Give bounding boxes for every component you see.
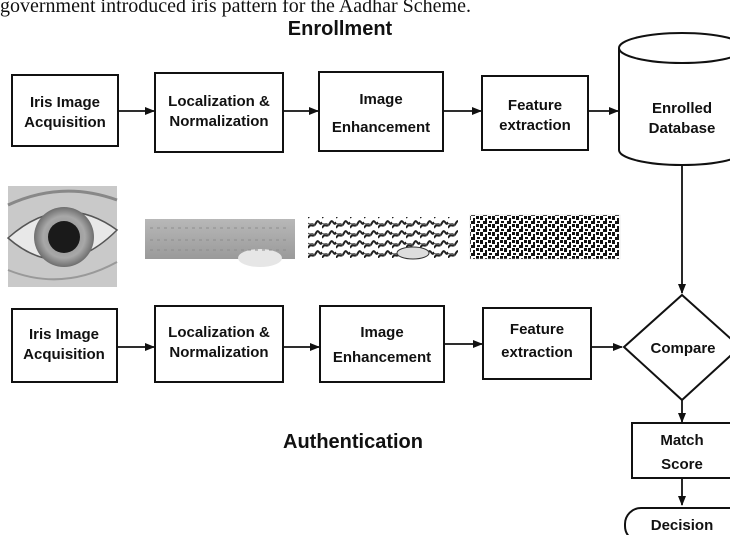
enrollment-step-localization-line2: Normalization: [169, 113, 268, 130]
auth-step-enhancement: Image Enhancement: [319, 305, 445, 383]
auth-step-feature-line1: Feature: [510, 321, 564, 338]
enrolled-database: Enrolled Database: [618, 32, 730, 166]
decision-terminal: Decision: [624, 507, 730, 535]
iris-code-strip: [469, 214, 621, 260]
enrollment-step-enhancement-line1: Image: [359, 91, 402, 108]
enrollment-step-feature: Feature extraction: [481, 75, 589, 151]
auth-step-localization: Localization & Normalization: [154, 305, 284, 383]
enhanced-iris-strip: [308, 217, 458, 260]
compare-label: Compare: [650, 340, 715, 357]
match-score-box: Match Score: [631, 422, 730, 479]
enrolled-database-line2: Database: [649, 120, 716, 137]
enrollment-step-enhancement-line2: Enhancement: [332, 119, 430, 136]
enrolled-database-line1: Enrolled: [652, 100, 712, 117]
enrollment-step-acquisition-line2: Acquisition: [24, 114, 106, 131]
auth-step-acquisition: Iris Image Acquisition: [11, 308, 118, 383]
top-cut-text: government introduced iris pattern for t…: [0, 0, 471, 17]
compare-diamond: Compare: [622, 293, 730, 402]
enrollment-step-localization-line1: Localization &: [168, 93, 270, 110]
authentication-title: Authentication: [283, 431, 423, 453]
decision-label: Decision: [651, 517, 714, 534]
enrollment-step-acquisition: Iris Image Acquisition: [11, 74, 119, 147]
enrollment-title: Enrollment: [288, 18, 393, 40]
enrollment-step-feature-line2: extraction: [499, 117, 571, 134]
auth-step-localization-line2: Normalization: [169, 344, 268, 361]
match-score-line2: Score: [661, 456, 703, 473]
enrollment-step-localization: Localization & Normalization: [154, 72, 284, 153]
auth-step-localization-line1: Localization &: [168, 324, 270, 341]
auth-step-acquisition-line1: Iris Image: [29, 326, 99, 343]
auth-step-feature: Feature extraction: [482, 307, 592, 380]
normalized-iris-strip: [145, 219, 295, 267]
auth-step-feature-line2: extraction: [501, 344, 573, 361]
auth-step-enhancement-line1: Image: [360, 324, 403, 341]
enrollment-step-feature-line1: Feature: [508, 97, 562, 114]
match-score-line1: Match: [660, 432, 703, 449]
enrollment-step-enhancement: Image Enhancement: [318, 71, 444, 152]
enrollment-step-acquisition-line1: Iris Image: [30, 94, 100, 111]
eye-photo: [6, 186, 119, 287]
auth-step-acquisition-line2: Acquisition: [23, 346, 105, 363]
auth-step-enhancement-line2: Enhancement: [333, 349, 431, 366]
